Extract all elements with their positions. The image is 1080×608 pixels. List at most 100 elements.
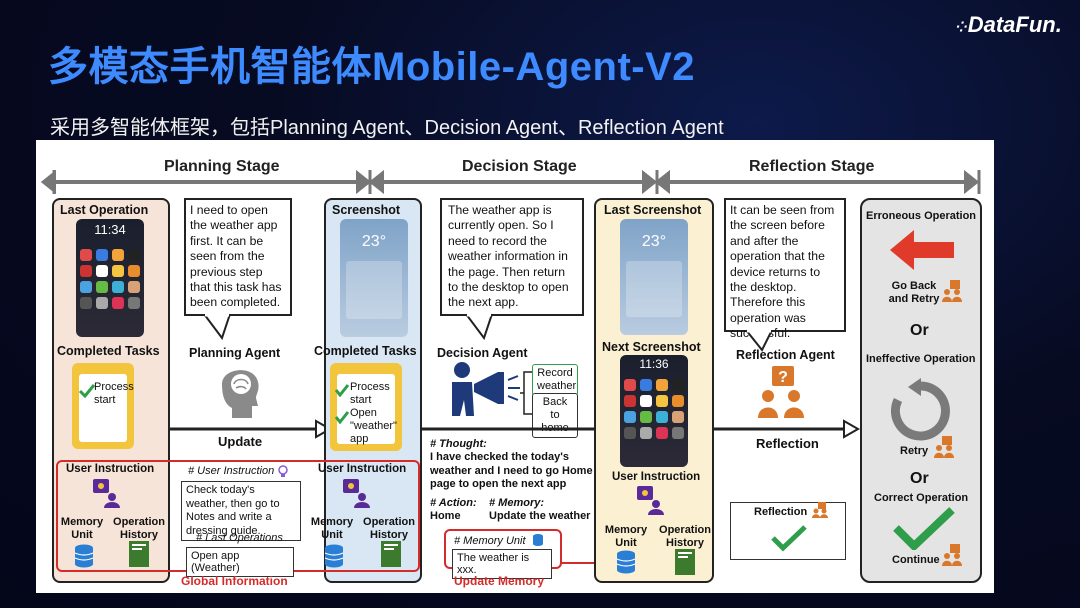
brand-dots-icon: ⁘ [956,19,968,35]
continue-label: Continue [892,554,940,566]
check-icon-1 [334,384,350,397]
screenshot-database-icon [324,544,344,568]
retry-icon [890,378,950,441]
screenshot-user-instruction-label: User Instruction [318,463,407,475]
svg-text:?: ? [778,369,788,386]
reflection-mini-icon [812,502,828,518]
memory-db-icon [533,534,543,546]
stage-planning-label: Planning Stage [164,158,280,175]
slide-subtitle: 采用多智能体框架，包括Planning Agent、Decision Agent… [50,117,724,139]
task-process-start: Process start [94,381,134,406]
last-screenshot-history-book-icon [675,549,695,575]
screenshot-task-2: Open "weather" app [350,407,397,445]
thought-heading: # Thought: [430,438,487,450]
reflection-arrow [714,419,861,439]
history-book-icon [129,541,149,567]
update-arrow [170,419,333,439]
last-screenshot-database-icon [616,550,636,574]
options-bracket [520,371,532,415]
stage-reflection-label: Reflection Stage [749,158,875,175]
or-label-1: Or [910,322,929,339]
action-heading: # Action: [430,497,477,509]
check-icon [78,384,96,399]
next-screenshot-phone: 11:36 [620,355,688,467]
option-record-weather: Record weather [532,364,578,396]
last-screenshot-title: Last Screenshot [604,203,702,217]
screenshot-operation-history-label: Operation History [363,516,415,541]
operation-history-label: Operation History [113,516,165,541]
task-clipboard [72,363,134,449]
goback-agent-icon [942,280,962,302]
reflection-agent-label: Reflection Agent [736,348,835,362]
screenshot-title: Screenshot [332,203,401,217]
user-instruction-label: User Instruction [66,463,155,475]
reflection-thought-callout: It can be seen from the screen before an… [724,198,846,340]
check-icon-2 [334,411,350,424]
last-screenshot-memory-unit-label: Memory Unit [604,524,648,549]
decision-agent-label: Decision Agent [437,346,528,360]
weather-phone: 23° [340,219,408,337]
memory-heading: # Memory: [489,497,545,509]
retry-agent-icon [934,436,954,458]
action-value: Home [430,510,461,522]
last-operations-heading: # Last Operations [196,532,283,544]
reflection-result-box [730,502,846,560]
erroneous-operation-label: Erroneous Operation [866,210,977,222]
screenshot-memory-unit-label: Memory Unit [310,516,354,541]
decision-thought-callout: The weather app is currently open. So I … [440,198,584,316]
screenshot-clipboard [330,363,402,451]
memory-value: Update the weather [489,510,591,522]
next-screenshot-time: 11:36 [639,357,669,371]
architecture-figure: Planning Stage Decision Stage Reflection… [36,140,994,593]
decision-callout-tail [464,314,494,341]
stage-arrows [40,169,981,195]
last-operation-phone: 11:34 [76,219,144,337]
last-screenshot-phone: 23° [620,219,688,335]
reflection-check-icon [771,525,807,552]
user-instruction-icon [93,479,120,508]
last-screenshot-operation-history-label: Operation History [659,524,711,549]
memory-unit-label: Memory Unit [60,516,104,541]
stage-decision-label: Decision Stage [462,158,577,175]
megaphone-agent-icon [452,362,520,416]
or-label-2: Or [910,470,929,487]
brand-logo: ⁘DataFun. [956,12,1062,38]
last-operation-title: Last Operation [60,203,149,217]
reflection-agent-icon: ? [758,366,804,418]
database-icon [74,544,94,568]
screenshot-task-1: Process start [350,381,390,406]
update-label: Update [218,434,263,449]
planning-agent-label: Planning Agent [189,346,281,360]
last-screenshot-user-instruction-label: User Instruction [612,471,701,483]
go-back-retry-label: Go Back and Retry [888,280,940,305]
callout-tail [202,314,232,341]
screenshot-completed-tasks-title: Completed Tasks [314,344,417,358]
screenshot-user-instruction-icon [343,479,370,508]
screenshot-history-book-icon [381,541,401,567]
brain-head-icon [222,370,259,418]
planning-thought-callout: I need to open the weather app first. It… [184,198,292,316]
last-screenshot-user-instruction-icon [637,486,664,515]
user-instruction-text: Check today's weather, then go to Notes … [181,481,301,541]
user-instruction-heading: # User Instruction [188,465,275,477]
completed-tasks-title: Completed Tasks [57,344,160,358]
ineffective-operation-label: Ineffective Operation [866,353,976,365]
slide-title: 多模态手机智能体Mobile-Agent-V2 [48,45,696,89]
reflection-result-label: Reflection [754,506,808,518]
weather-temp: 23° [361,233,387,250]
continue-agent-icon [942,544,962,566]
thought-body: I have checked the today's weather and I… [430,451,593,490]
last-operations-text: Open app (Weather) [186,547,294,577]
update-memory-label: Update Memory [454,574,545,588]
last-screenshot-temp: 23° [641,233,667,250]
memory-unit-heading: # Memory Unit [454,535,526,547]
reflection-label: Reflection [756,436,819,451]
phone-time: 11:34 [94,222,126,237]
continue-check-icon [893,507,955,550]
memory-unit-text: The weather is xxx. [452,549,552,579]
reflection-callout-tail [744,330,774,352]
correct-operation-label: Correct Operation [874,492,969,504]
brand-name: DataFun. [967,12,1062,37]
next-screenshot-title: Next Screenshot [602,340,701,354]
global-information-label: Global Information [181,574,288,588]
